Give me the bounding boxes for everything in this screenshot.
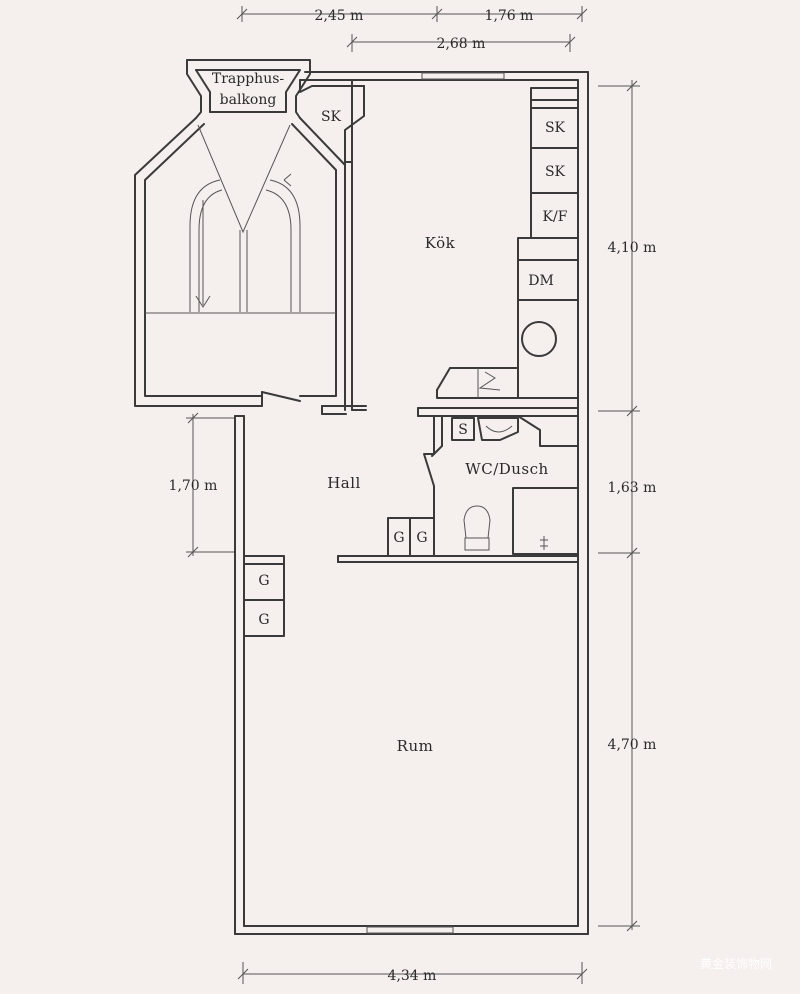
wc-label: WC/Dusch: [465, 460, 548, 478]
sk1-label: SK: [545, 120, 566, 136]
stair-balcony-label-2: balkong: [220, 92, 277, 108]
watermark: 黄金装饰物网: [700, 956, 772, 971]
hall-label: Hall: [327, 474, 361, 492]
stair-balcony: [134, 59, 346, 411]
sk2-label: SK: [545, 164, 566, 180]
kf-label: K/F: [543, 209, 568, 225]
dim-top-right: 1,76 m: [485, 8, 534, 24]
sk-small-label: SK: [321, 109, 342, 125]
g4-label: G: [258, 612, 269, 628]
g1-label: G: [393, 530, 404, 546]
dim-bottom: 4,34 m: [388, 968, 437, 984]
stair-balcony-label-1: Trapphus-: [212, 71, 285, 87]
dm-label: DM: [528, 273, 554, 289]
s-label: S: [458, 422, 468, 438]
sk-closet-small: [299, 79, 367, 411]
dim-right-rum: 4,70 m: [608, 737, 657, 753]
dimension-lines: [186, 6, 640, 984]
g2-label: G: [416, 530, 427, 546]
kitchen-cabinets: [436, 87, 579, 399]
dim-top-inner: 2,68 m: [437, 36, 486, 52]
rum-label: Rum: [397, 737, 434, 755]
dim-left-hall: 1,70 m: [169, 478, 218, 494]
dim-right-kitchen: 4,10 m: [608, 240, 657, 256]
outer-walls: [234, 71, 589, 935]
wc-dusch: [337, 407, 579, 563]
kitchen-label: Kök: [425, 234, 456, 252]
g3-label: G: [258, 573, 269, 589]
hall-cabinets: [243, 555, 285, 637]
dim-right-wc: 1,63 m: [608, 480, 657, 496]
dim-top-left: 2,45 m: [315, 8, 364, 24]
